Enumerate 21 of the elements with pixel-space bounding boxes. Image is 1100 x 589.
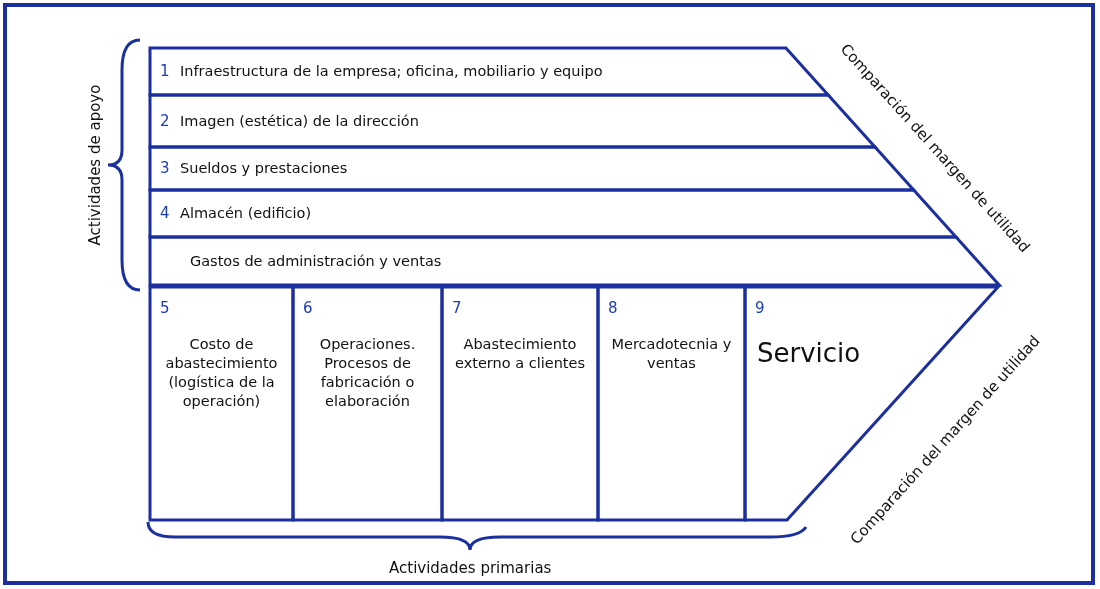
activity-number: 6 [303,299,313,317]
activity-number: 3 [160,159,170,178]
activity-label: Operaciones. Procesos de fabricación o elaboración [318,335,417,411]
activity-number: 5 [160,299,170,317]
activity-label: Mercadotecnia y ventas [610,335,733,373]
activity-number: 4 [160,204,170,223]
activity-number: 1 [160,62,170,81]
activity-label: Almacén (edificio) [180,204,312,223]
activity-label: Sueldos y prestaciones [180,159,348,178]
activity-label: Imagen (estética) de la dirección [180,111,419,131]
activity-number: 7 [452,299,462,317]
activity-label: Costo de abastecimiento (logística de la operación) [164,335,279,411]
activity-number: 9 [755,299,765,317]
activity-label: Gastos de administración y ventas [190,251,442,271]
activity-label: Infraestructura de la empresa; oficina, mobiliario y equipo [180,62,603,81]
group-label: Actividades primarias [389,559,552,577]
activity-label: Servicio [757,337,861,369]
activity-number: 8 [608,299,618,317]
activity-label: Abastecimiento externo a clientes [454,335,586,373]
group-label: Actividades de apoyo [85,84,104,246]
activity-number: 2 [160,111,170,131]
